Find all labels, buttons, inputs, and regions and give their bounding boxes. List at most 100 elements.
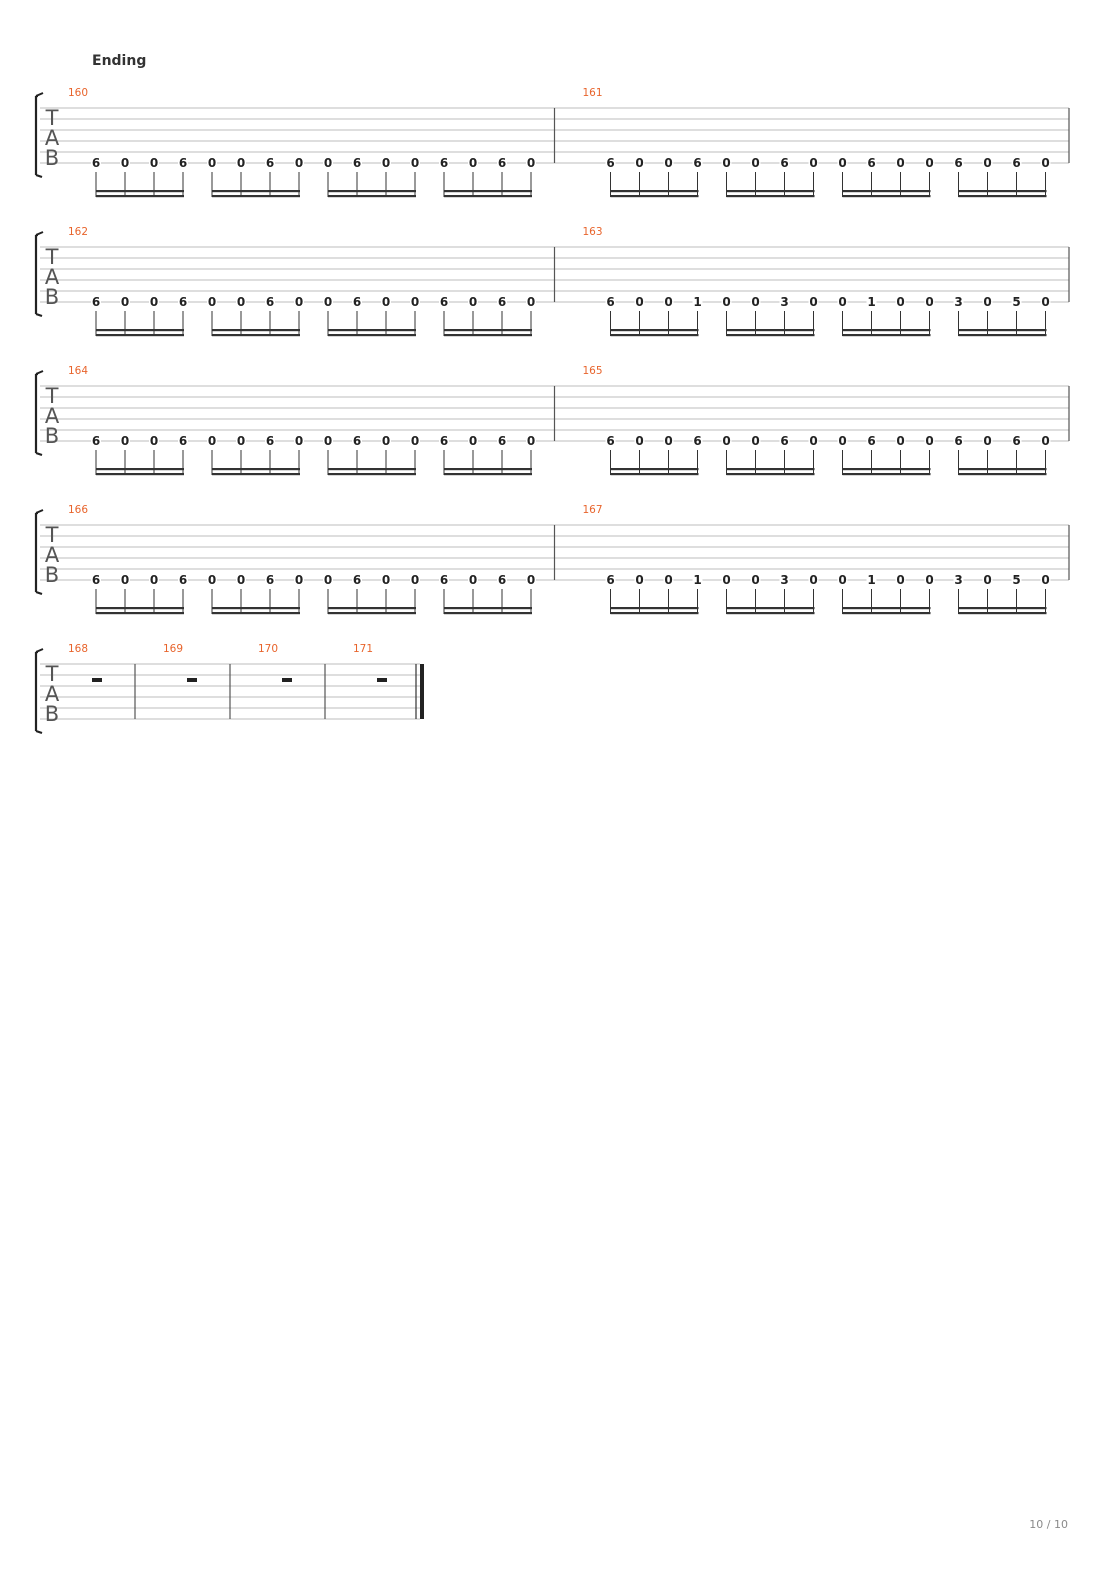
fret-knockout [663,158,674,169]
fret-knockout [953,436,964,447]
fret-number: 6 [440,156,448,170]
fret-knockout [352,575,362,586]
beam [328,195,416,198]
whole-rest [92,678,102,682]
fret-number: 6 [179,156,187,170]
beam [328,468,416,471]
beam [444,473,532,476]
fret-number: 0 [237,573,245,587]
fret-number: 0 [411,295,419,309]
beam [610,190,699,193]
beam [212,612,300,615]
fret-knockout [381,158,391,169]
fret-number: 0 [925,573,933,587]
whole-rest [187,678,197,682]
beam [444,468,532,471]
fret-number: 0 [208,295,216,309]
fret-knockout [91,436,101,447]
fret-number: 0 [208,434,216,448]
fret-knockout [207,575,217,586]
fret-knockout [439,297,449,308]
fret-number: 5 [1012,573,1020,587]
fret-knockout [207,297,217,308]
fret-knockout [808,297,819,308]
fret-number: 0 [237,156,245,170]
fret-knockout [497,158,507,169]
beam [444,190,532,193]
beam [328,334,416,337]
fret-number: 0 [722,156,730,170]
fret-number: 0 [324,573,332,587]
measure-number: 170 [258,643,278,655]
fret-number: 0 [838,156,846,170]
fret-knockout [895,436,906,447]
beam [726,607,815,610]
fret-number: 0 [527,156,535,170]
fret-number: 0 [469,156,477,170]
beam [610,612,699,615]
fret-number: 6 [498,295,506,309]
beam [96,334,184,337]
fret-knockout [439,575,449,586]
fret-knockout [808,436,819,447]
fret-number: 0 [635,434,643,448]
fret-knockout [265,158,275,169]
fret-number: 0 [983,434,991,448]
beam [610,607,699,610]
fret-number: 6 [606,434,614,448]
beam [958,334,1047,337]
fret-knockout [953,297,964,308]
beam [96,468,184,471]
page-number: 10 / 10 [1029,1518,1068,1531]
fret-number: 0 [896,156,904,170]
fret-knockout [663,297,674,308]
fret-knockout [468,297,478,308]
fret-number: 0 [925,156,933,170]
fret-number: 0 [295,156,303,170]
tab-clef-letter: T [45,662,59,686]
fret-knockout [605,436,616,447]
beam [842,334,931,337]
fret-knockout [837,158,848,169]
beam [96,329,184,332]
fret-knockout [294,297,304,308]
fret-number: 0 [469,573,477,587]
fret-knockout [91,158,101,169]
fret-number: 6 [440,434,448,448]
fret-number: 0 [809,295,817,309]
fret-number: 0 [722,434,730,448]
fret-number: 0 [411,434,419,448]
fret-number: 0 [751,573,759,587]
final-bar-thick [420,664,424,719]
fret-knockout [982,436,993,447]
fret-knockout [439,158,449,169]
fret-number: 0 [469,434,477,448]
fret-number: 0 [664,295,672,309]
fret-number: 0 [664,573,672,587]
fret-knockout [779,158,790,169]
fret-knockout [236,436,246,447]
beam [610,468,699,471]
fret-number: 5 [1012,295,1020,309]
beam [212,329,300,332]
fret-number: 3 [954,573,962,587]
beam [444,612,532,615]
beam [610,334,699,337]
fret-number: 6 [1012,434,1020,448]
fret-number: 0 [722,295,730,309]
fret-knockout [692,158,703,169]
fret-number: 0 [382,156,390,170]
fret-knockout [721,158,732,169]
fret-knockout [982,158,993,169]
tab-clef-letter: T [45,384,59,408]
fret-knockout [410,297,420,308]
fret-knockout [924,297,935,308]
beam [842,612,931,615]
fret-number: 0 [722,573,730,587]
fret-number: 3 [954,295,962,309]
fret-knockout [779,436,790,447]
fret-knockout [721,297,732,308]
